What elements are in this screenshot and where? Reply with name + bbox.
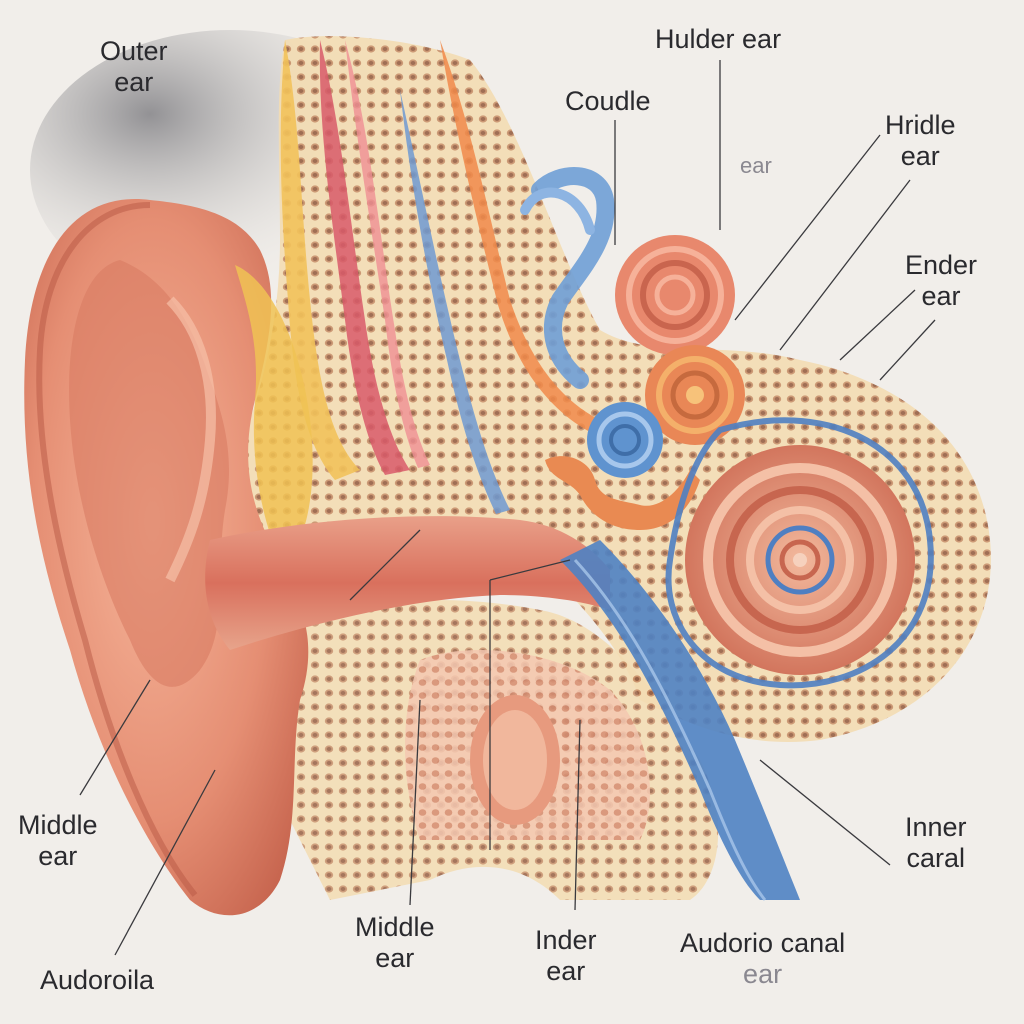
- label-hridle-ear-line1: Hridle: [885, 110, 956, 140]
- label-audorio-canal-line2: ear: [743, 959, 783, 989]
- label-middle-ear-bottom-line1: Middle: [355, 912, 435, 942]
- label-inder-ear: Inder ear: [535, 925, 597, 987]
- label-middle-ear-bottom: Middle ear: [355, 912, 435, 974]
- label-inner-caral-line2: caral: [906, 843, 966, 873]
- label-ear-faint-line1: ear: [740, 153, 772, 178]
- label-outer-ear-line2: ear: [114, 67, 154, 97]
- label-audorio-canal: Audorio canal ear: [680, 928, 845, 990]
- antihelix: [165, 296, 216, 583]
- descending-nerve: [560, 540, 800, 900]
- label-audoroila: Audoroila: [40, 965, 154, 996]
- red-muscle-strip: [319, 40, 410, 475]
- label-hridle-ear: Hridle ear: [885, 110, 956, 172]
- cochlea: [665, 417, 934, 689]
- orange-vessel-strip: [440, 40, 600, 432]
- label-inner-caral: Inner caral: [905, 812, 967, 874]
- label-inner-caral-line1: Inner: [905, 812, 967, 842]
- label-middle-ear-left-line2: ear: [38, 841, 78, 871]
- semicircular-canal-blue: [531, 167, 615, 389]
- label-inder-ear-line1: Inder: [535, 925, 597, 955]
- cartilage: [235, 265, 313, 560]
- label-hulder-ear-line1: Hulder ear: [655, 24, 782, 54]
- label-ear-faint: ear: [740, 150, 772, 181]
- helix-rim: [36, 202, 198, 897]
- label-ender-ear: Ender ear: [905, 250, 977, 312]
- label-coudle: Coudle: [565, 86, 651, 117]
- label-ender-ear-line1: Ender: [905, 250, 978, 280]
- label-inder-ear-line2: ear: [546, 956, 586, 986]
- label-middle-ear-left: Middle ear: [18, 810, 98, 872]
- label-middle-ear-left-line1: Middle: [18, 810, 98, 840]
- ear-canal: [205, 516, 610, 650]
- pink-muscle-strip: [345, 40, 430, 468]
- label-hulder-ear: Hulder ear: [655, 24, 781, 55]
- label-hridle-ear-line2: ear: [900, 141, 940, 171]
- label-outer-ear-line1: Outer: [100, 36, 168, 66]
- label-middle-ear-bottom-line2: ear: [375, 943, 415, 973]
- label-audoroila-line1: Audoroila: [40, 965, 155, 995]
- leader-lines: [79, 60, 936, 956]
- upper-spiral: [615, 235, 735, 355]
- label-coudle-line1: Coudle: [565, 86, 651, 116]
- label-outer-ear: Outer ear: [100, 36, 168, 98]
- label-ender-ear-line2: ear: [921, 281, 961, 311]
- pinna-inner-fold: [69, 260, 230, 687]
- label-audorio-canal-line1: Audorio canal: [680, 928, 846, 958]
- blue-spiral: [587, 402, 663, 478]
- ossicles: [545, 456, 700, 530]
- middle-spiral: [645, 345, 745, 445]
